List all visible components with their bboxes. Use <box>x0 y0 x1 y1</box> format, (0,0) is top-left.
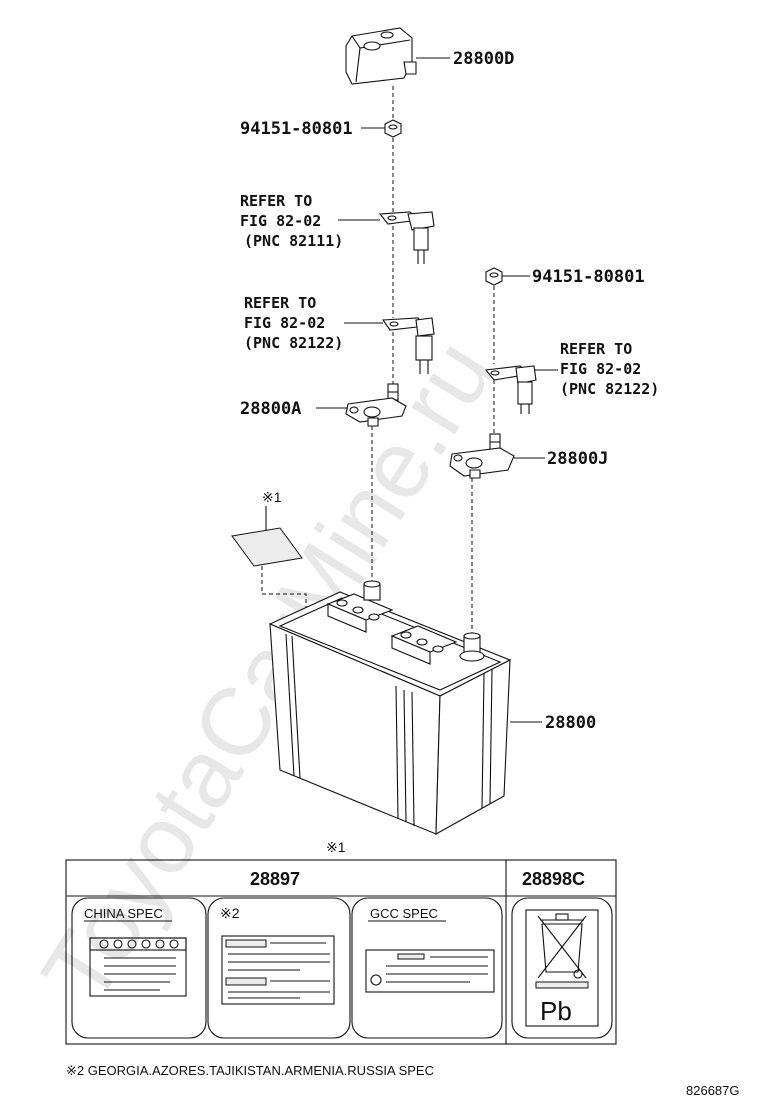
battery-terminal-cover[interactable] <box>345 27 417 85</box>
part-label-28800[interactable]: 28800 <box>545 713 596 733</box>
part-label-28800J[interactable]: 28800J <box>547 449 608 469</box>
ref-2-line2: FIG 82-02 <box>244 314 325 332</box>
part-label-94151-80801-top[interactable]: 94151-80801 <box>240 119 353 139</box>
cable-terminal-3[interactable] <box>484 365 537 414</box>
cable-terminal-2[interactable] <box>381 317 435 374</box>
ref-2-line1: REFER TO <box>244 294 316 312</box>
ref-1-line1: REFER TO <box>240 192 312 210</box>
label-cell-mark2[interactable]: ※2 <box>207 897 351 1039</box>
table-header-28898C: 28898C <box>522 869 585 889</box>
cell-title-china: CHINA SPEC <box>84 906 163 921</box>
part-label-94151-80801-right[interactable]: 94151-80801 <box>532 267 645 287</box>
ref-1-line2: FIG 82-02 <box>240 212 321 230</box>
labels-table <box>65 859 617 1045</box>
pb-text: Pb <box>540 996 572 1026</box>
nut-right[interactable] <box>485 267 503 286</box>
ref-3-line1: REFER TO <box>560 340 632 358</box>
ref-2-line3: (PNC 82122) <box>244 334 343 352</box>
mark-1-label: ※1 <box>262 489 282 505</box>
label-cell-gcc[interactable]: GCC SPEC <box>351 897 503 1039</box>
ref-3-line2: FIG 82-02 <box>560 360 641 378</box>
cell-title-mark2: ※2 <box>220 905 240 921</box>
label-sticker[interactable] <box>231 527 303 567</box>
diagram-id: 826687G <box>686 1083 740 1098</box>
label-cell-china[interactable]: CHINA SPEC <box>71 897 207 1039</box>
part-label-28800D[interactable]: 28800D <box>453 49 514 69</box>
negative-terminal-clamp[interactable] <box>345 383 407 427</box>
label-cell-28898C[interactable]: Pb <box>511 897 613 1039</box>
positive-terminal-clamp[interactable] <box>449 433 515 479</box>
mark-1-table: ※1 <box>326 839 346 855</box>
table-header-28897: 28897 <box>250 869 300 889</box>
battery[interactable] <box>268 580 512 835</box>
cell-title-gcc: GCC SPEC <box>370 906 438 921</box>
cable-terminal-1[interactable] <box>378 211 435 264</box>
part-label-28800A[interactable]: 28800A <box>240 399 301 419</box>
nut-top[interactable] <box>384 119 402 138</box>
ref-3-line3: (PNC 82122) <box>560 380 659 398</box>
footnote: ※2 GEORGIA.AZORES.TAJIKISTAN.ARMENIA.RUS… <box>66 1063 434 1078</box>
ref-1-line3: (PNC 82111) <box>244 232 343 250</box>
